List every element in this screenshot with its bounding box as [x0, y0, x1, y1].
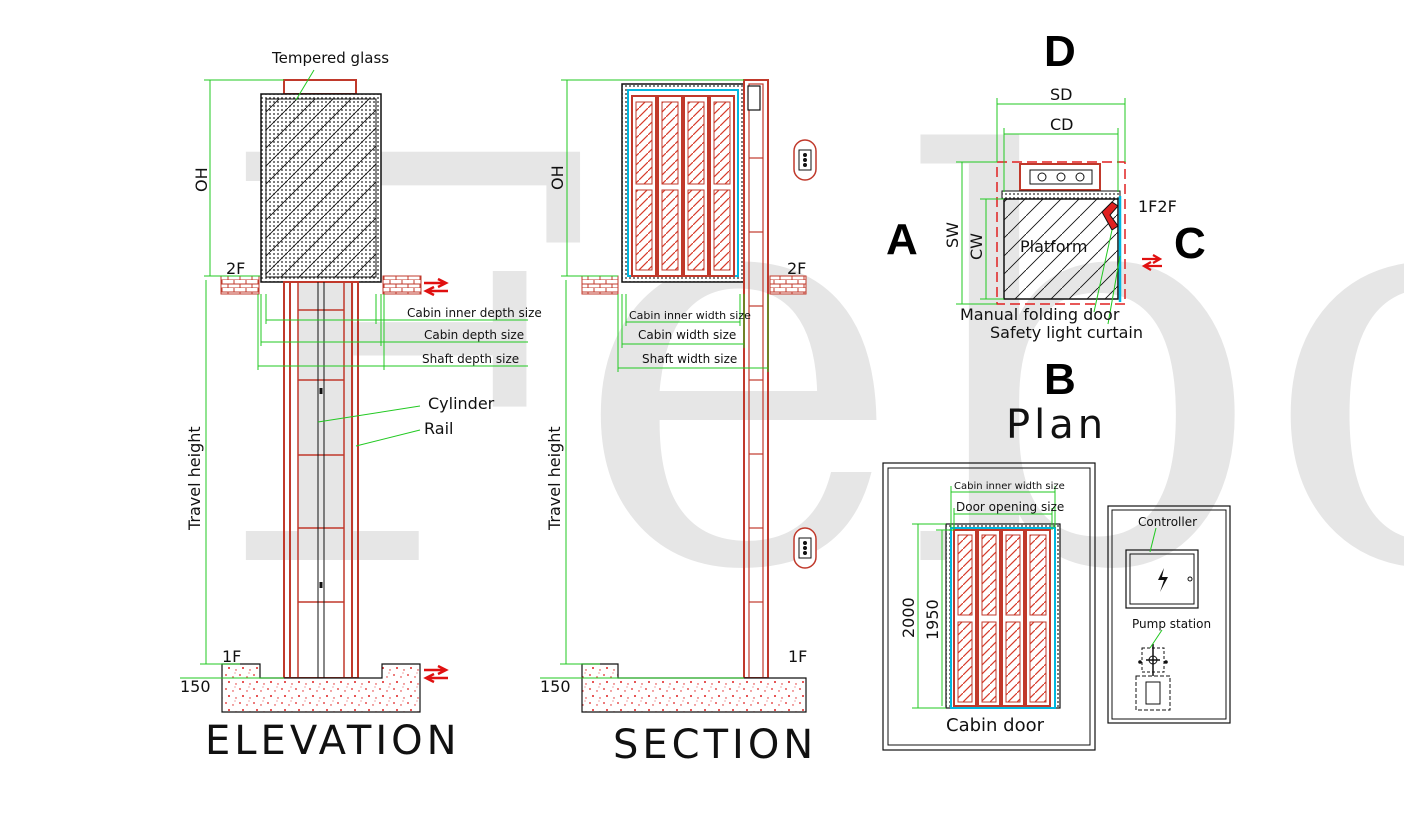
section-slab-left	[581, 275, 619, 295]
plan-drive-unit	[1019, 163, 1101, 191]
elevation-dimensions	[180, 69, 528, 679]
section-pit-foundation	[581, 663, 807, 713]
label-plan-sw: SW	[943, 222, 962, 248]
controller-box	[1125, 549, 1199, 609]
plan-cabin-wall	[1001, 190, 1121, 200]
label-rail: Rail	[424, 419, 453, 438]
title-section: SECTION	[613, 722, 817, 768]
label-cabin-width: Cabin width size	[638, 328, 736, 342]
plan-view: D A C B SD CD SW CW 1F2F Platform Manual…	[886, 27, 1206, 448]
electric-bolt-icon	[1158, 568, 1168, 592]
label-cylinder: Cylinder	[428, 394, 495, 413]
label-section-oh: OH	[548, 165, 567, 190]
label-door-inner-width: Cabin inner width size	[954, 481, 1065, 492]
label-plan-platform: Platform	[1020, 237, 1087, 256]
elevation-slab-left	[220, 275, 260, 295]
section-call-button-top	[793, 139, 817, 181]
label-plan-cd: CD	[1050, 115, 1074, 134]
label-pump-station: Pump station	[1132, 617, 1211, 631]
plan-side-d: D	[1044, 27, 1076, 76]
plan-side-b: B	[1044, 355, 1076, 404]
section-call-button-bottom	[793, 527, 817, 569]
label-elevation-2f: 2F	[226, 259, 245, 278]
label-elevation-pit: 150	[180, 677, 211, 696]
cabin-door-dimensions	[912, 486, 1056, 709]
title-cabin-door: Cabin door	[946, 715, 1045, 736]
label-section-pit: 150	[540, 677, 571, 696]
label-section-1f: 1F	[788, 647, 807, 666]
label-cabin-depth: Cabin depth size	[424, 328, 524, 342]
section-slab-right	[769, 275, 807, 295]
label-controller: Controller	[1138, 515, 1197, 529]
section-view: OH Travel height 2F 1F 150 Cabin inner w…	[540, 79, 817, 768]
cabin-door-outer-frame	[882, 462, 1096, 751]
label-door-height-outer: 2000	[899, 597, 918, 638]
plan-side-a: A	[886, 215, 918, 264]
controller-panel-view: Controller Pump station	[1107, 505, 1231, 724]
label-door-height-inner: 1950	[923, 599, 942, 640]
elevation-pit-foundation	[221, 663, 421, 713]
label-plan-cw: CW	[967, 233, 986, 260]
label-cabin-inner-width: Cabin inner width size	[629, 309, 751, 322]
label-elevation-travel-height: Travel height	[185, 426, 204, 531]
plan-platform	[1003, 198, 1119, 300]
controller-cabinet	[1107, 505, 1231, 724]
plan-shaft-outline	[996, 161, 1126, 305]
title-plan: Plan	[1006, 402, 1107, 448]
plan-dimensions	[956, 98, 1126, 325]
label-safety-light-curtain: Safety light curtain	[990, 323, 1143, 342]
elevation-glass-panel	[265, 98, 377, 278]
label-manual-folding-door: Manual folding door	[960, 305, 1120, 324]
pump-station-icon	[1135, 644, 1171, 711]
label-plan-sd: SD	[1050, 85, 1072, 104]
label-tempered-glass: Tempered glass	[271, 49, 389, 67]
section-door-panels	[631, 95, 735, 277]
label-shaft-depth: Shaft depth size	[422, 352, 519, 366]
elevation-arrow-2f	[423, 277, 449, 297]
title-elevation: ELEVATION	[205, 718, 461, 764]
elevation-arrow-1f	[423, 664, 449, 684]
elevation-slab-right	[382, 275, 422, 295]
section-dimensions	[540, 79, 769, 679]
label-section-2f: 2F	[787, 259, 806, 278]
label-elevation-oh: OH	[192, 167, 211, 192]
label-door-opening: Door opening size	[956, 500, 1064, 514]
label-cabin-inner-depth: Cabin inner depth size	[407, 306, 542, 320]
plan-entry-arrow	[1141, 254, 1163, 271]
plan-side-c: C	[1174, 219, 1206, 268]
cabin-door-panels	[953, 529, 1051, 707]
label-shaft-width: Shaft width size	[642, 352, 737, 366]
cabin-door-view: Cabin inner width size Door opening size…	[882, 462, 1096, 751]
label-elevation-1f: 1F	[222, 647, 241, 666]
label-plan-floors: 1F2F	[1138, 197, 1177, 216]
label-section-travel-height: Travel height	[545, 426, 564, 531]
elevation-view: Tempered glass OH Travel height 2F 1F 15…	[180, 49, 542, 764]
